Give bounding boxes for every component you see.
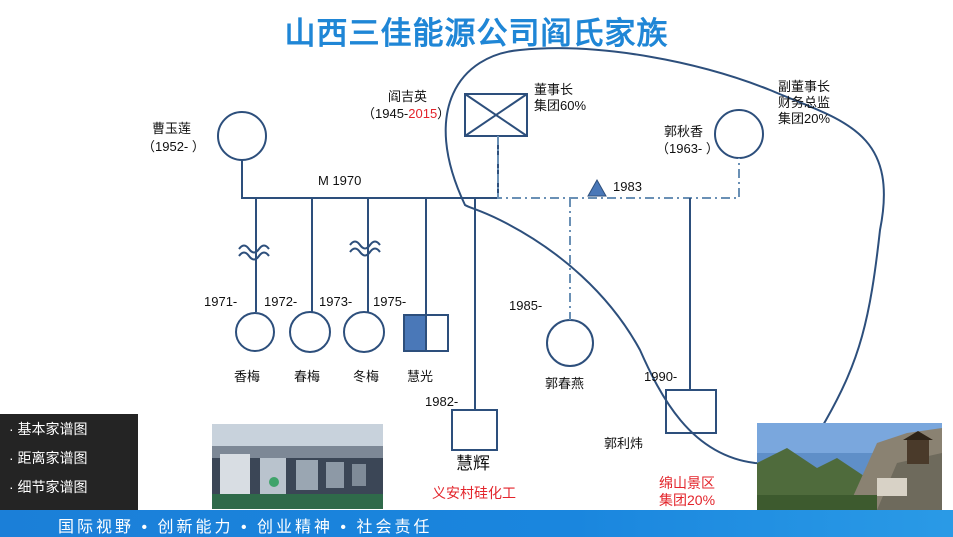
dongmei-circle	[343, 311, 385, 353]
year-1973-label: 1973-	[319, 294, 353, 309]
marriage-label: M 1970	[318, 173, 362, 188]
guo-qiuxiang-circle	[714, 109, 764, 159]
chunmei-circle	[289, 311, 331, 353]
chairman-share: 集团60%	[534, 98, 587, 113]
huihui-name: 慧辉	[456, 454, 490, 473]
pregnancy-triangle	[587, 178, 607, 197]
dongmei-name: 冬梅	[353, 369, 380, 384]
guochunyan-circle	[546, 319, 594, 367]
mianshan-scenic-photo	[757, 423, 942, 510]
mianshan-share: 集团20%	[659, 492, 716, 508]
guo-qiuxiang-name: 郭秋香	[664, 124, 704, 139]
guoliwei-name: 郭利炜	[604, 436, 644, 451]
huiguang-name: 慧光	[407, 369, 434, 384]
year-1982-label: 1982-	[425, 394, 459, 409]
yan-jiying-name: 阎吉英	[388, 89, 428, 104]
legend-detail-genogram[interactable]: · 细节家谱图	[9, 479, 88, 495]
footer-slogan: 国际视野 • 创新能力 • 创业精神 • 社会责任	[58, 519, 433, 536]
year-1975-label: 1975-	[373, 294, 407, 309]
year-1983-label: 1983	[613, 179, 642, 194]
legend-panel: · 基本家谱图 · 距离家谱图 · 细节家谱图	[0, 414, 138, 510]
yan-jiying-square	[464, 93, 528, 137]
finance-director-role: 财务总监	[778, 95, 831, 110]
yan-jiying-years: （1945-2015）	[362, 106, 451, 121]
vice-chairman-role: 副董事长	[778, 79, 831, 94]
year-1972-label: 1972-	[264, 294, 298, 309]
page-title: 山西三佳能源公司阎氏家族	[284, 16, 669, 51]
cao-yulian-years: （1952- ）	[142, 139, 205, 154]
year-1971-label: 1971-	[204, 294, 238, 309]
guo-qiuxiang-years: （1963- ）	[656, 141, 719, 156]
yian-company: 义安村硅化工	[432, 485, 516, 501]
mianshan-label: 绵山景区	[659, 475, 715, 491]
legend-basic-genogram[interactable]: · 基本家谱图	[9, 421, 88, 437]
legend-distance-genogram[interactable]: · 距离家谱图	[9, 450, 88, 466]
footer-bar: 国际视野 • 创新能力 • 创业精神 • 社会责任	[0, 510, 953, 537]
chunmei-name: 春梅	[294, 369, 321, 384]
household-boundary	[444, 47, 885, 465]
vice-share: 集团20%	[778, 111, 831, 126]
factory-photo	[212, 424, 383, 509]
cao-yulian-circle	[217, 111, 267, 161]
cao-yulian-name: 曹玉莲	[152, 121, 192, 136]
chairman-role: 董事长	[534, 82, 574, 97]
marriage-line	[241, 136, 499, 199]
huihui-square	[451, 409, 498, 451]
xiangmei-name: 香梅	[234, 369, 261, 384]
xiangmei-circle	[235, 312, 275, 352]
guochunyan-name: 郭春燕	[545, 376, 585, 391]
year-1990-label: 1990-	[644, 369, 678, 384]
year-1985-label: 1985-	[509, 298, 543, 313]
